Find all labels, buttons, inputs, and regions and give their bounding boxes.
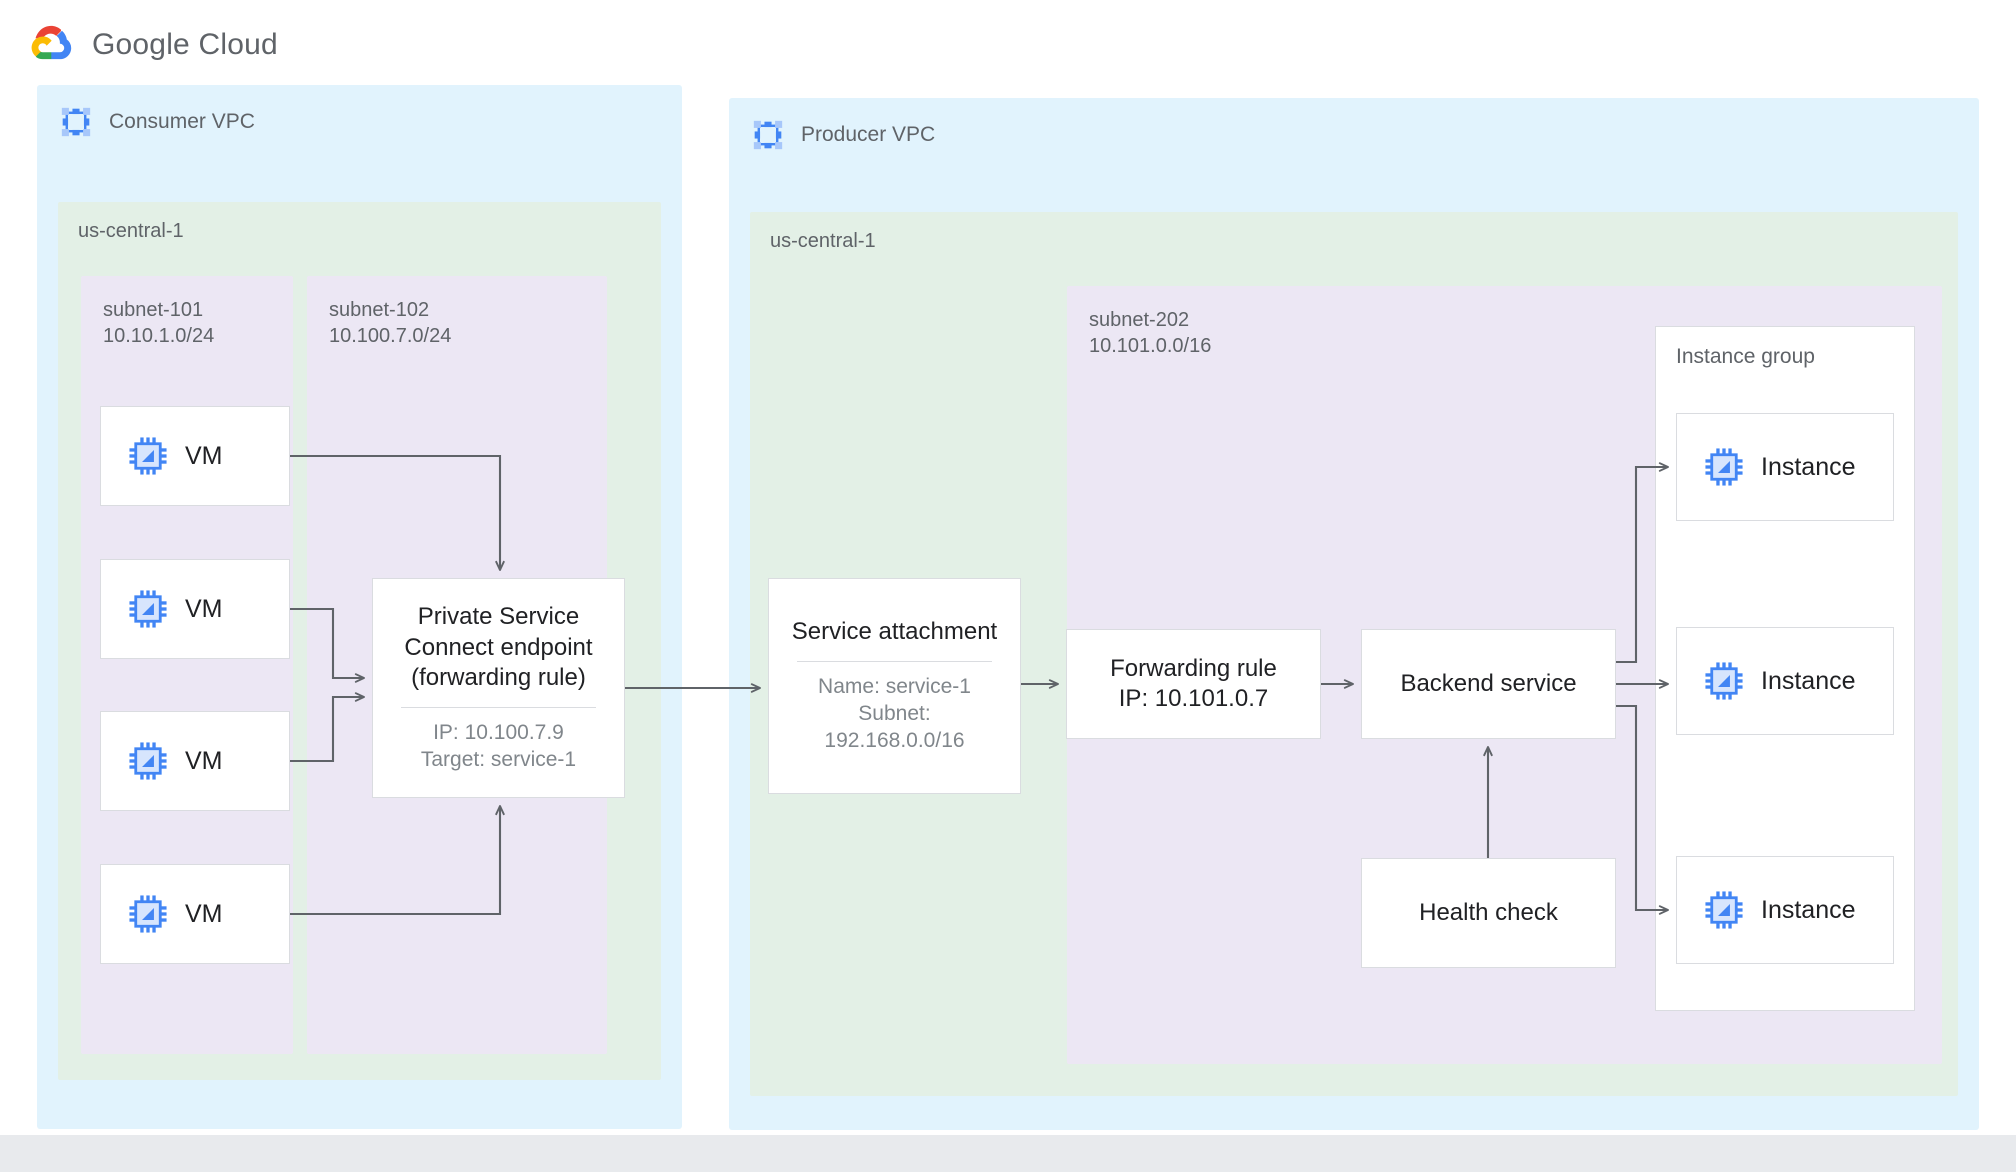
vm-2[interactable]: VM bbox=[100, 559, 290, 659]
vpc-icon bbox=[751, 118, 785, 152]
instance-2[interactable]: Instance bbox=[1676, 627, 1894, 735]
producer-vpc-title: Producer VPC bbox=[801, 123, 936, 146]
instance-group-label: Instance group bbox=[1676, 345, 1815, 368]
vm-chip-icon bbox=[127, 435, 169, 477]
divider bbox=[796, 661, 993, 663]
consumer-vpc-title: Consumer VPC bbox=[109, 110, 255, 133]
service-attachment[interactable]: Service attachment Name: service-1 Subne… bbox=[768, 578, 1021, 794]
brand-name: Google Cloud bbox=[92, 28, 278, 61]
vm-3-label: VM bbox=[185, 746, 223, 775]
vm-1[interactable]: VM bbox=[100, 406, 290, 506]
producer-region-label: us-central-1 bbox=[770, 230, 876, 252]
vm-chip-icon bbox=[1703, 660, 1745, 702]
instance-1-label: Instance bbox=[1761, 452, 1856, 481]
vm-1-label: VM bbox=[185, 441, 223, 470]
psc-endpoint-details: IP: 10.100.7.9 Target: service-1 bbox=[420, 720, 577, 771]
vm-3[interactable]: VM bbox=[100, 711, 290, 811]
forwarding-rule-title: Forwarding rule IP: 10.101.0.7 bbox=[1110, 654, 1277, 712]
forwarding-rule[interactable]: Forwarding rule IP: 10.101.0.7 bbox=[1066, 629, 1321, 739]
producer-vpc-header: Producer VPC bbox=[751, 118, 935, 152]
vm-chip-icon bbox=[127, 740, 169, 782]
instance-2-label: Instance bbox=[1761, 666, 1856, 695]
health-check[interactable]: Health check bbox=[1361, 858, 1616, 968]
google-cloud-brand: Google Cloud bbox=[30, 22, 278, 68]
backend-service-title: Backend service bbox=[1400, 669, 1577, 697]
vm-chip-icon bbox=[1703, 446, 1745, 488]
instance-3[interactable]: Instance bbox=[1676, 856, 1894, 964]
vm-chip-icon bbox=[127, 588, 169, 630]
psc-endpoint[interactable]: Private Service Connect endpoint (forwar… bbox=[372, 578, 625, 798]
diagram-canvas: Google Cloud Consumer VPC us-ce bbox=[0, 0, 2016, 1135]
vm-4-label: VM bbox=[185, 899, 223, 928]
google-cloud-logo-icon bbox=[30, 22, 76, 68]
vpc-icon bbox=[59, 105, 93, 139]
consumer-region-label: us-central-1 bbox=[78, 220, 184, 242]
psc-endpoint-title: Private Service Connect endpoint (forwar… bbox=[404, 603, 593, 691]
vm-chip-icon bbox=[1703, 889, 1745, 931]
instance-3-label: Instance bbox=[1761, 895, 1856, 924]
instance-1[interactable]: Instance bbox=[1676, 413, 1894, 521]
health-check-title: Health check bbox=[1419, 898, 1558, 926]
vm-chip-icon bbox=[127, 893, 169, 935]
service-attachment-details: Name: service-1 Subnet: 192.168.0.0/16 bbox=[818, 675, 971, 753]
consumer-vpc-header: Consumer VPC bbox=[59, 105, 255, 139]
backend-service[interactable]: Backend service bbox=[1361, 629, 1616, 739]
vm-2-label: VM bbox=[185, 594, 223, 623]
service-attachment-title: Service attachment bbox=[791, 618, 998, 646]
vm-4[interactable]: VM bbox=[100, 864, 290, 964]
divider bbox=[400, 706, 597, 708]
